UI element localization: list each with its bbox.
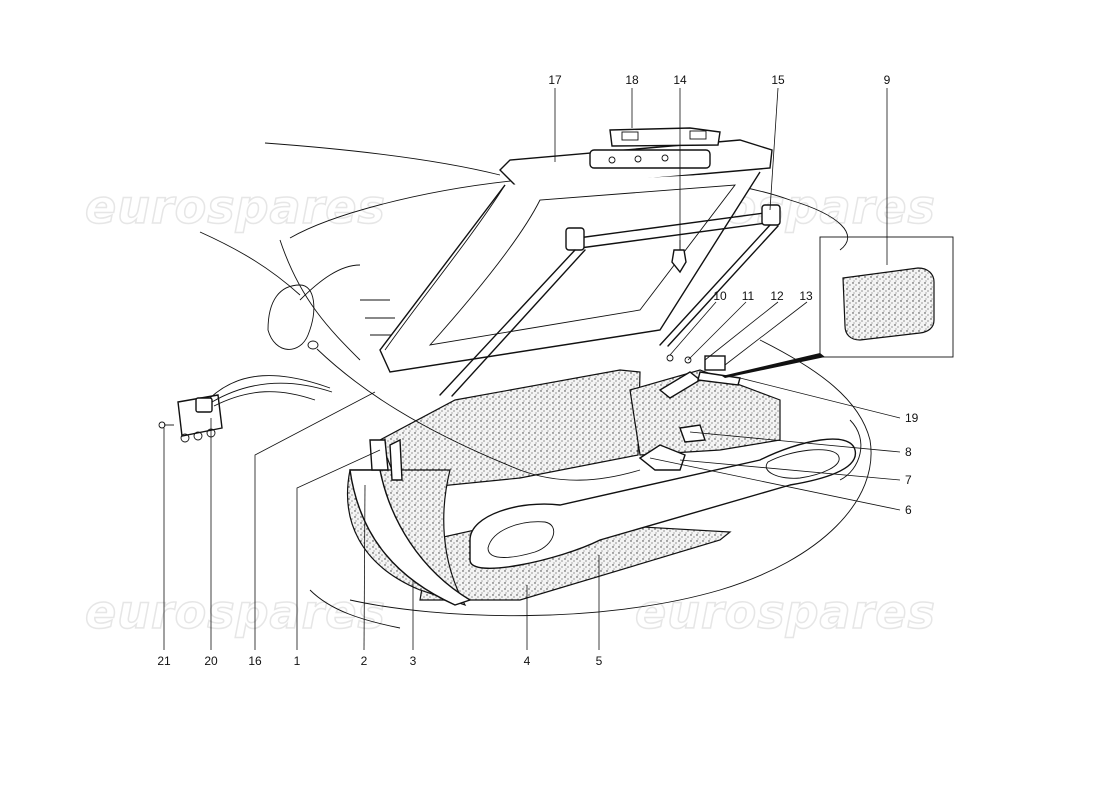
callout-17: 17 [548, 73, 562, 87]
callout-6: 6 [905, 503, 912, 517]
callout-15: 15 [771, 73, 785, 87]
screw [158, 421, 174, 429]
callout-12: 12 [770, 289, 784, 303]
leader-lines [163, 87, 901, 651]
callout-19: 19 [905, 411, 919, 425]
callout-21: 21 [157, 654, 171, 668]
callout-13: 13 [799, 289, 813, 303]
lid-stay-rod [439, 204, 781, 397]
callout-16: 16 [248, 654, 262, 668]
rear-trim-panel [469, 438, 856, 569]
trunk-light [609, 127, 721, 147]
callout-11: 11 [741, 289, 755, 303]
callout-3: 3 [409, 654, 417, 668]
callout-9: 9 [883, 73, 891, 87]
callout-1: 1 [293, 654, 301, 668]
inset-box [722, 236, 954, 378]
callout-10: 10 [713, 289, 727, 303]
callout-18: 18 [625, 73, 639, 87]
callout-5: 5 [595, 654, 603, 668]
callout-8: 8 [905, 445, 912, 459]
car-body-outline [199, 142, 872, 629]
release-cable [307, 340, 641, 481]
callout-20: 20 [204, 654, 218, 668]
callout-14: 14 [673, 73, 687, 87]
side-bracket [369, 438, 403, 481]
side-carpet-panel [346, 469, 472, 607]
callout-4: 4 [523, 654, 531, 668]
trunk-lid [379, 139, 773, 373]
callout-7: 7 [905, 473, 912, 487]
release-lock [177, 375, 333, 443]
callout-2: 2 [360, 654, 368, 668]
